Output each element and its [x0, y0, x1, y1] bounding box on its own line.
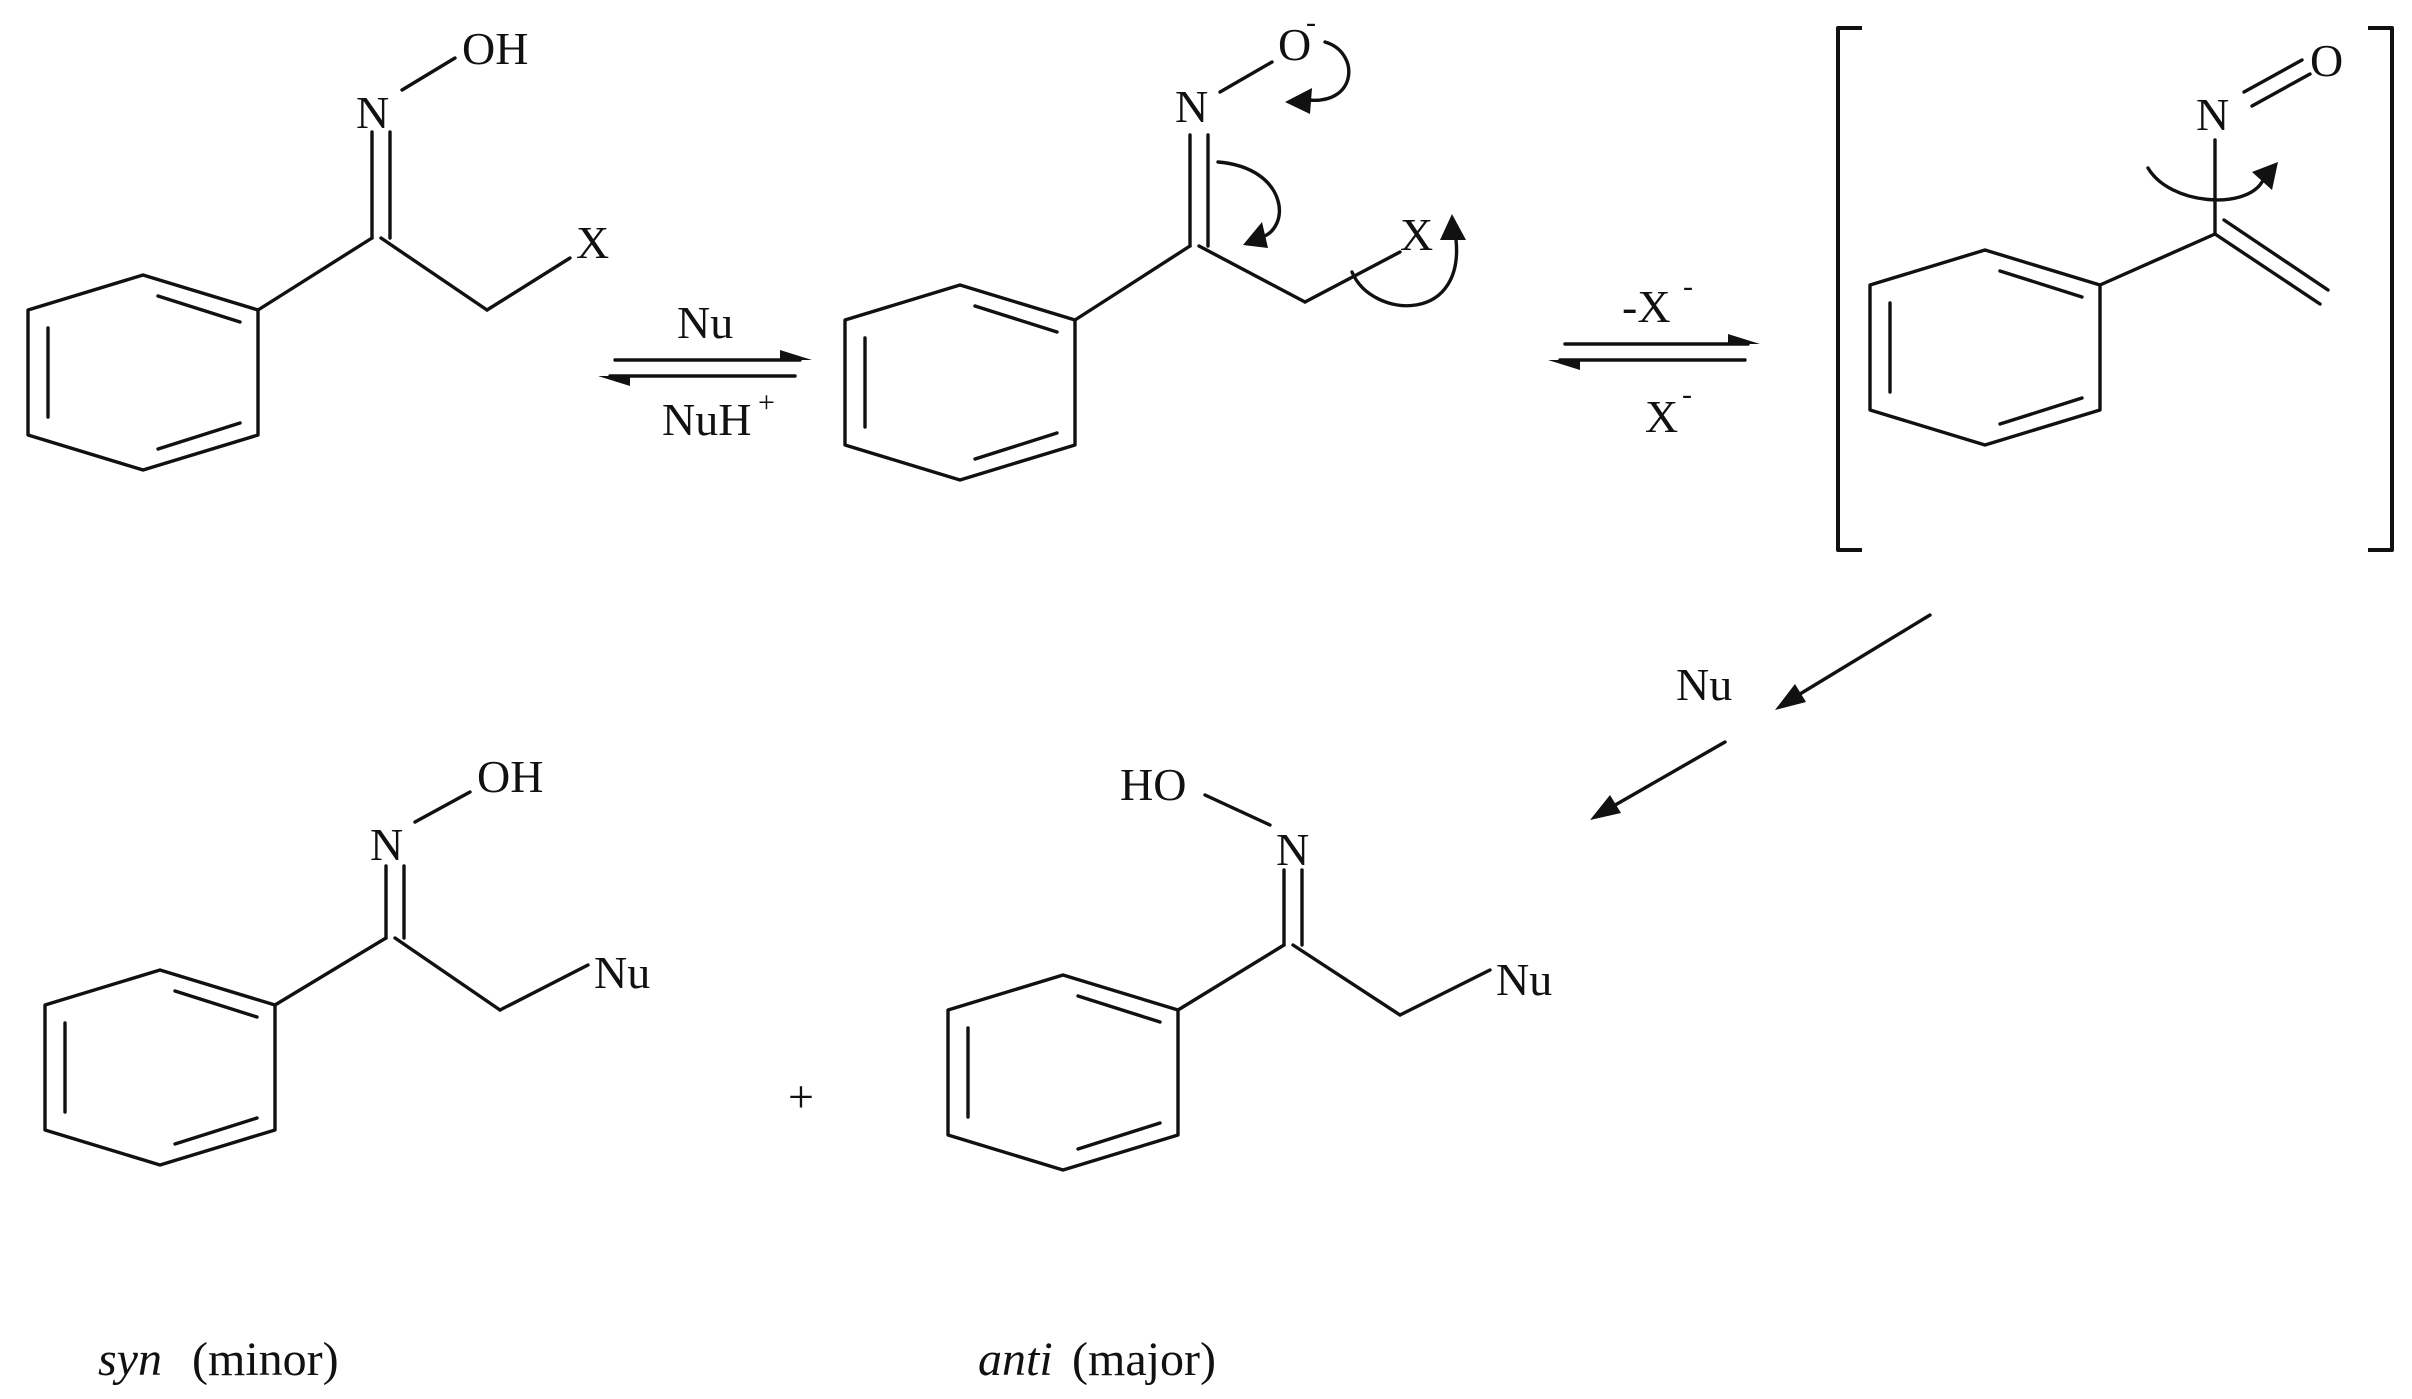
- bond: [1197, 244, 1307, 304]
- benzene-ring: [26, 273, 260, 472]
- charge-minus: -: [1683, 270, 1693, 303]
- reagent-nu: Nu: [677, 297, 733, 348]
- atom-n: N: [370, 819, 403, 870]
- bond: [273, 936, 388, 1007]
- bond: [1398, 968, 1492, 1017]
- bond: [2250, 72, 2312, 108]
- bond: [498, 963, 590, 1012]
- bracket-left: [1836, 26, 1862, 552]
- atom-o: O: [2310, 35, 2343, 86]
- bond: [1073, 244, 1192, 322]
- atom-ho: HO: [1120, 759, 1186, 810]
- bond: [393, 936, 502, 1012]
- atom-oh: OH: [477, 751, 543, 802]
- reagent-x: X: [1645, 391, 1678, 442]
- bond: [485, 256, 572, 312]
- ratio-label-minor: (minor): [192, 1333, 339, 1386]
- curved-arrow-c-to-x: [1350, 230, 1459, 308]
- benzene-ring: [946, 973, 1180, 1172]
- structure-syn-product: N OH Nu: [43, 751, 650, 1167]
- structure-nitrosoalkene-intermediate: N O: [1836, 26, 2394, 552]
- byproduct-nuh: NuH: [662, 394, 751, 445]
- atom-n: N: [1175, 81, 1208, 132]
- bond: [1176, 943, 1286, 1012]
- reaction-arrow-step3: Nu: [1590, 613, 1932, 820]
- atom-x: X: [576, 217, 609, 268]
- bond: [1291, 943, 1402, 1017]
- bond: [413, 790, 472, 824]
- ratio-label-major: (major): [1072, 1333, 1216, 1386]
- equilibrium-arrow-step1: Nu NuH +: [598, 297, 812, 445]
- reagent-minus-x: -X: [1622, 281, 1671, 332]
- bond: [2242, 58, 2304, 94]
- benzene-ring: [43, 968, 277, 1167]
- caption-syn: syn (minor): [98, 1333, 339, 1386]
- structure-halo-oxime: N OH X: [26, 23, 609, 472]
- bond: [2213, 232, 2322, 306]
- bond: [1218, 60, 1274, 94]
- bracket-right: [2368, 26, 2394, 552]
- atom-nu: Nu: [1496, 954, 1552, 1005]
- benzene-ring: [843, 283, 1077, 482]
- atom-n: N: [356, 87, 389, 138]
- caption-anti: anti (major): [978, 1333, 1216, 1386]
- atom-x: X: [1400, 209, 1433, 260]
- arrowhead: [2252, 162, 2278, 190]
- bond: [379, 236, 489, 312]
- charge-minus: -: [1306, 6, 1316, 39]
- atom-o: O: [1278, 19, 1311, 70]
- atom-n: N: [2196, 89, 2229, 140]
- structure-oximate-anion: N O - X: [843, 6, 1466, 482]
- bond: [2098, 232, 2217, 287]
- arrowhead: [1440, 214, 1466, 240]
- charge-plus: +: [758, 386, 775, 419]
- atom-nu: Nu: [594, 947, 650, 998]
- charge-minus: -: [1682, 378, 1692, 411]
- plus-sign: +: [788, 1071, 814, 1122]
- structure-anti-product: N HO Nu: [946, 759, 1552, 1172]
- arrowhead: [1243, 222, 1268, 248]
- equilibrium-arrow-step2: -X - X -: [1548, 270, 1760, 442]
- bond: [400, 56, 457, 92]
- rotation-arrow: [2146, 166, 2264, 202]
- isomer-label-syn: syn: [98, 1333, 162, 1386]
- bond: [1203, 793, 1272, 827]
- curved-arrow-o-to-n: [1306, 40, 1351, 102]
- bond: [256, 236, 374, 312]
- curved-arrow-n-to-c: [1216, 160, 1281, 240]
- atom-oh: OH: [462, 23, 528, 74]
- benzene-ring: [1868, 248, 2102, 447]
- arrowhead: [1285, 88, 1312, 114]
- atom-n: N: [1276, 824, 1309, 875]
- bond: [2222, 218, 2330, 292]
- isomer-label-anti: anti: [978, 1333, 1053, 1386]
- reagent-nu: Nu: [1676, 659, 1732, 710]
